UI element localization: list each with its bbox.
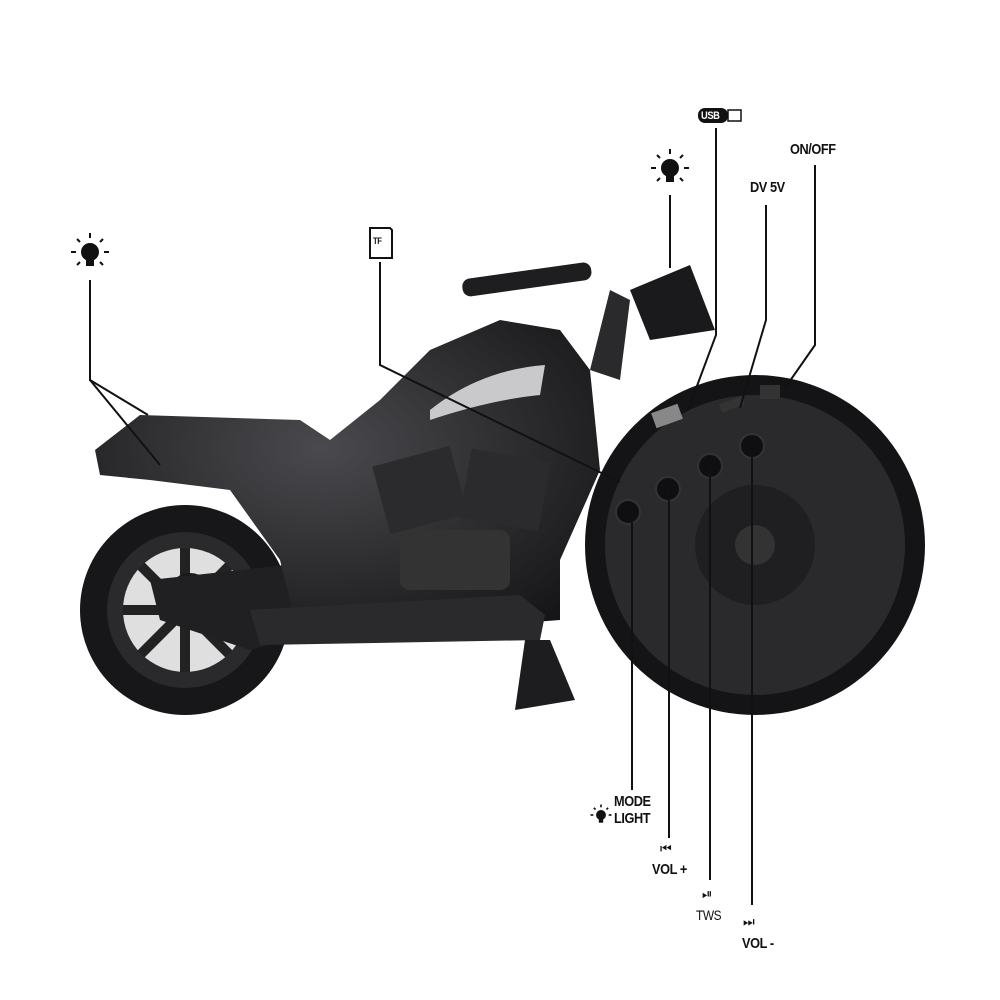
vol-minus-label: VOL -: [742, 935, 774, 952]
vol-plus-label: VOL +: [652, 861, 687, 878]
motorcycle-product: [80, 262, 925, 715]
previous-track-icon: ⏮: [660, 841, 672, 856]
usb-label: USB: [701, 110, 720, 122]
sd-card-icon: [369, 227, 393, 259]
play-pause-icon: ⏯: [702, 886, 713, 901]
mode-lightbulb-icon: [590, 804, 612, 823]
light-label: LIGHT: [614, 810, 651, 827]
callout-lines: [89, 128, 816, 905]
next-track-icon: ⏭: [743, 914, 755, 929]
dv5v-label: DV 5V: [750, 179, 785, 196]
mode-label: MODE: [614, 793, 651, 810]
front-light-lightbulb-icon: [651, 149, 689, 182]
tf-label: TF: [373, 236, 382, 246]
rear-light-lightbulb-icon: [71, 233, 109, 266]
on-off-label: ON/OFF: [790, 141, 836, 158]
usb-stick-icon: [698, 108, 742, 123]
tws-label: TWS: [696, 907, 722, 923]
